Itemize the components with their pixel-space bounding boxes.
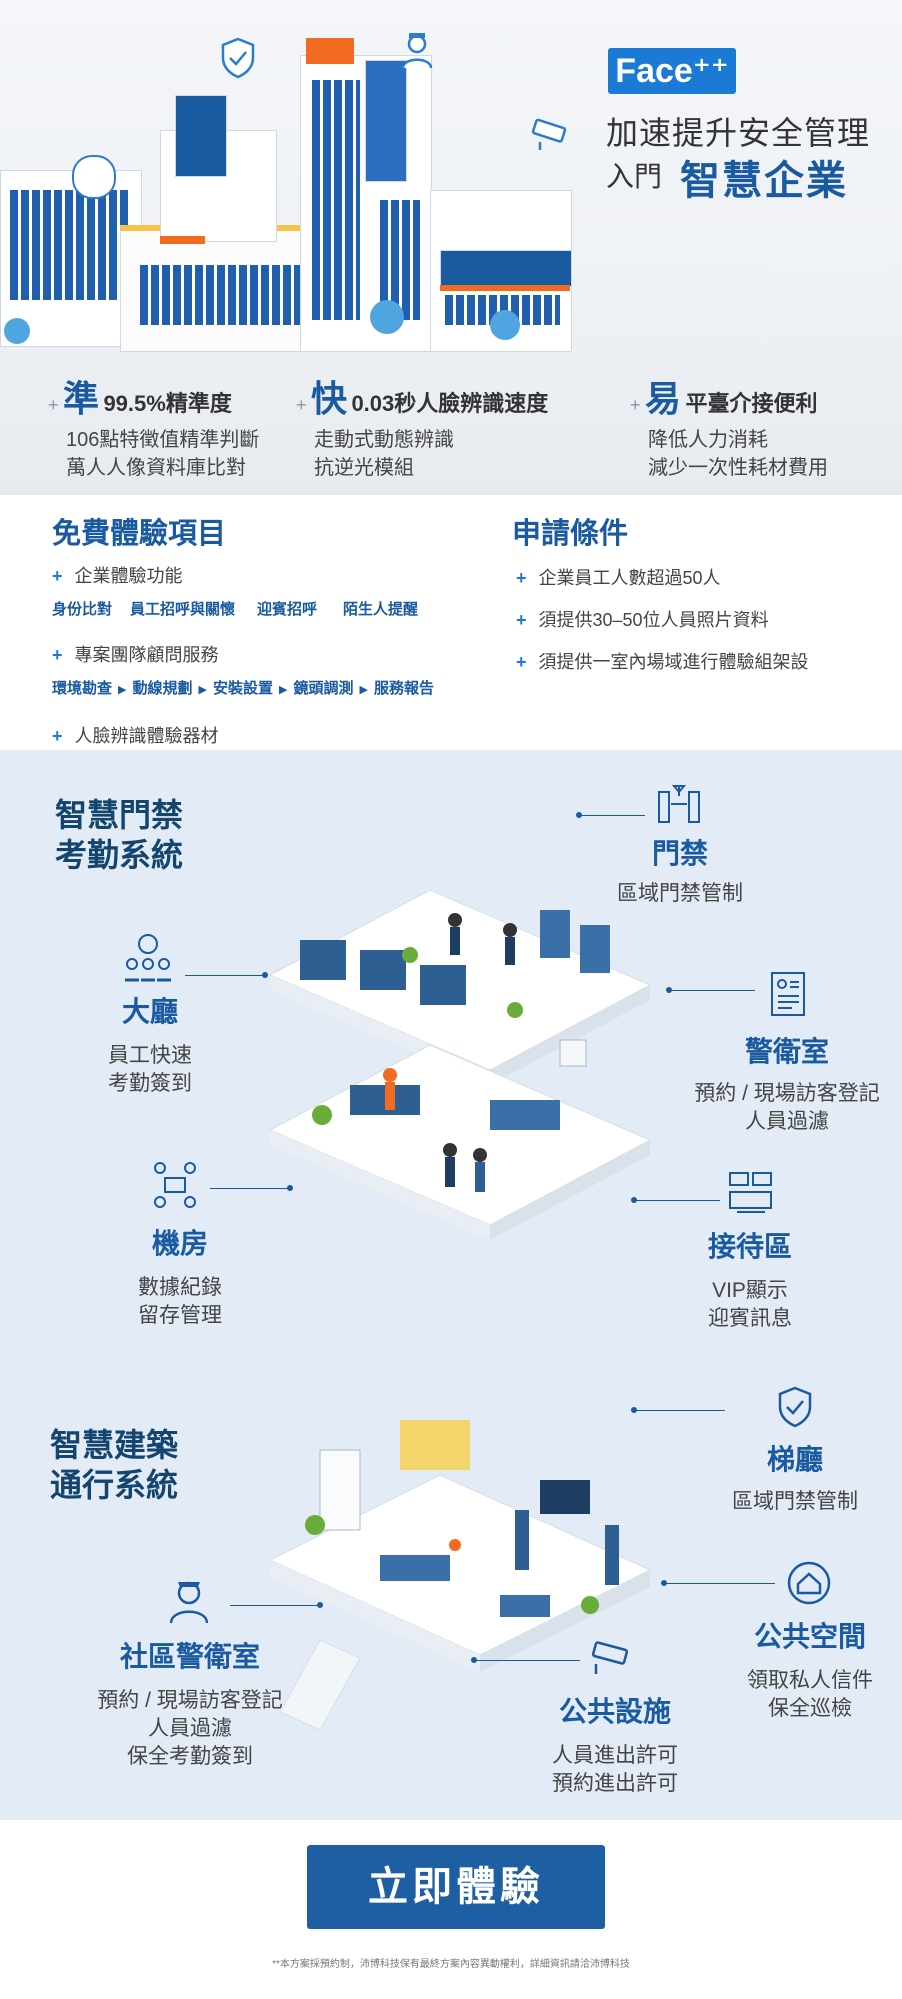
triangle-right-icon: ▶ — [359, 684, 368, 696]
triangle-right-icon: ▶ — [278, 684, 288, 696]
home-icon — [72, 155, 116, 199]
label-community-guard-room: 社區警衛室 預約 / 現場訪客登記 人員過濾 保全考勤簽到 — [97, 1641, 283, 1768]
hero-title: 加速提升安全管理 — [606, 115, 871, 151]
system2-title: 智慧建築通行系統 — [50, 1427, 179, 1503]
feature-accuracy-line: 106點特徵值精準判斷 — [66, 429, 260, 451]
list-item: +專案團隊顧問服務 — [52, 645, 219, 665]
list-item: +須提供一室內場域進行體驗組架設 — [516, 652, 809, 672]
list-item: +須提供30–50位人員照片資料 — [516, 610, 769, 630]
feature-ease: + 易 平臺介接便利 降低人力消耗 減少一次性耗材費用 — [630, 370, 900, 482]
feature-ease-line: 降低人力消耗 — [648, 429, 768, 451]
feature-speed-line: 抗逆光模組 — [314, 457, 414, 479]
office-floor-illustration — [268, 889, 652, 1240]
feature-accuracy-title: 準 — [62, 378, 99, 419]
people-group-icon — [125, 934, 171, 982]
list-item: +企業體驗功能 — [52, 566, 183, 586]
footer-note: **本方案採預約制，沛博科技保有最終方案內容異動權利，詳細資訊請洽沛博科技 — [272, 1959, 630, 1970]
feature-accuracy: + 準 99.5%精準度 106點特徵值精準判斷 萬人人像資料庫比對 — [48, 370, 318, 482]
shield-icon — [221, 37, 255, 79]
system1-title: 智慧門禁考勤系統 — [55, 797, 184, 873]
feature-speed-subtitle: 0.03秒人臉辨識速度 — [351, 391, 549, 416]
feature-speed-line: 走動式動態辨識 — [314, 429, 454, 451]
feature-accuracy-subtitle: 99.5%精準度 — [103, 391, 232, 416]
hero-title-prefix: 入門 — [606, 161, 663, 192]
label-guard-room: 警衛室 預約 / 現場訪客登記 人員過濾 — [694, 1036, 880, 1133]
server-network-icon — [154, 1162, 196, 1208]
building-floor-illustration — [268, 1420, 652, 1731]
display-screen-icon — [729, 1172, 772, 1213]
try-now-button[interactable]: 立即體驗 — [307, 1845, 605, 1929]
security-guard-icon — [169, 1581, 209, 1624]
guard-icon — [401, 33, 433, 69]
trial-function-row: 身份比對員工招呼與關懷迎賓招呼陌生人提醒 — [52, 601, 419, 618]
brand-logo: Face⁺⁺ — [608, 48, 736, 94]
list-item: +人臉辨識體驗器材 — [52, 726, 219, 746]
triangle-right-icon: ▶ — [118, 684, 127, 696]
feature-accuracy-line: 萬人人像資料庫比對 — [66, 457, 246, 479]
conditions-title: 申請條件 — [512, 518, 629, 550]
label-public-space: 公共空間 領取私人信件 保全巡檢 — [747, 1621, 873, 1720]
cctv-camera-icon — [591, 1641, 629, 1674]
plus-icon: + — [630, 395, 641, 415]
feature-speed: + 快 0.03秒人臉辨識速度 走動式動態辨識 抗逆光模組 — [296, 370, 626, 482]
free-trial-title: 免費體驗項目 — [52, 518, 227, 550]
label-gate: 門禁 區域門禁管制 — [617, 838, 743, 905]
label-public-facilities: 公共設施 人員進出許可 預約進出許可 — [552, 1696, 678, 1795]
triangle-right-icon: ▶ — [198, 684, 207, 696]
plus-icon: + — [48, 395, 59, 415]
service-steps-row: 環境勘查▶動線規劃▶安裝設置▶鏡頭調測▶服務報告 — [52, 680, 434, 697]
gate-icon — [658, 785, 700, 823]
free-trial-list: +企業體驗功能 身份比對員工招呼與關懷迎賓招呼陌生人提醒 +專案團隊顧問服務 環… — [52, 562, 492, 748]
list-item: +企業員工人數超過50人 — [516, 568, 721, 588]
home-icon — [787, 1561, 831, 1605]
feature-ease-subtitle: 平臺介接便利 — [685, 391, 818, 416]
feature-speed-title: 快 — [310, 378, 347, 419]
label-lobby: 大廳 員工快速 考勤簽到 — [108, 996, 192, 1095]
label-server-room: 機房 數據紀錄 留存管理 — [138, 1228, 222, 1327]
plus-icon: + — [296, 395, 307, 415]
hero-title-highlight: 智慧企業 — [680, 159, 848, 203]
document-icon — [771, 972, 805, 1016]
label-reception: 接待區 VIP顯示 迎賓訊息 — [707, 1231, 792, 1330]
label-elevator-hall: 梯廳 區域門禁管制 — [732, 1444, 858, 1513]
feature-ease-title: 易 — [644, 378, 681, 419]
hero-banner: Face⁺⁺ 加速提升安全管理 入門 智慧企業 + 準 99.5%精準度 106… — [0, 0, 902, 495]
conditions-list: +企業員工人數超過50人 +須提供30–50位人員照片資料 +須提供一室內場域進… — [516, 564, 896, 674]
shield-check-icon — [778, 1386, 812, 1428]
feature-ease-line: 減少一次性耗材費用 — [648, 457, 828, 479]
camera-icon — [531, 118, 567, 150]
